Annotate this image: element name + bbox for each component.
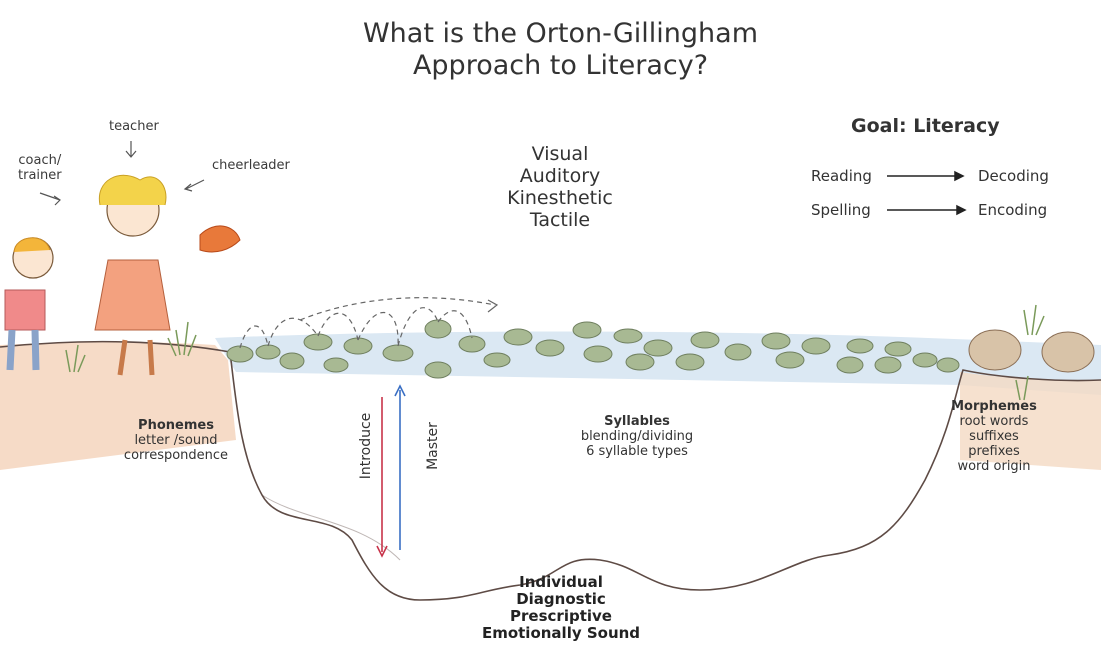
- syllables-block: Syllables blending/dividing 6 syllable t…: [567, 414, 707, 459]
- morphemes-line-4: word origin: [957, 459, 1031, 474]
- sense-visual: Visual: [531, 143, 589, 165]
- syllables-line-1: blending/dividing: [580, 429, 694, 444]
- title-line-2: Approach to Literacy?: [412, 50, 709, 81]
- teacher-label: teacher: [109, 119, 159, 134]
- goal-decoding-label: Decoding: [978, 167, 1049, 185]
- right-bank: [960, 372, 1101, 470]
- hop-arcs: [239, 297, 496, 349]
- frogs-drawing: [968, 329, 1095, 373]
- principles-list: Individual Diagnostic Prescriptive Emoti…: [461, 574, 661, 642]
- goal-spelling-label: Spelling: [811, 201, 871, 219]
- role-arrows: [39, 141, 205, 206]
- phonemes-heading: Phonemes: [138, 418, 214, 433]
- introduce-arrow: [376, 397, 388, 558]
- morphemes-line-2: suffixes: [969, 429, 1019, 444]
- sense-kinesthetic: Kinesthetic: [507, 187, 613, 209]
- principle-individual: Individual: [519, 573, 603, 591]
- water-surface: [215, 331, 1101, 395]
- morphemes-block: Morphemes root words suffixes prefixes w…: [944, 399, 1044, 474]
- goal-reading-label: Reading: [811, 167, 872, 185]
- coach-label: coach/: [18, 153, 62, 168]
- phonemes-block: Phonemes letter /sound correspondence: [116, 418, 236, 463]
- principle-prescriptive: Prescriptive: [510, 607, 612, 625]
- cheerleader-label: cheerleader: [212, 158, 290, 173]
- trainer-label: trainer: [18, 168, 62, 183]
- principle-emotionally-sound: Emotionally Sound: [481, 624, 641, 642]
- pool-outline: [0, 340, 1101, 601]
- phonemes-line-2: correspondence: [123, 448, 229, 463]
- morphemes-line-3: prefixes: [968, 444, 1020, 459]
- master-arrow: [394, 384, 406, 550]
- sense-tactile: Tactile: [529, 209, 591, 231]
- principle-diagnostic: Diagnostic: [516, 590, 606, 608]
- syllables-line-2: 6 syllable types: [586, 444, 688, 459]
- coach-trainer-label: coach/ trainer: [18, 153, 62, 183]
- sense-auditory: Auditory: [519, 165, 601, 187]
- stepping-stones: [226, 319, 960, 379]
- master-label: Master: [425, 422, 441, 470]
- left-bank: [0, 341, 236, 470]
- title-line-1: What is the Orton-Gillingham: [362, 18, 758, 49]
- grass: [65, 304, 1045, 401]
- senses-list: Visual Auditory Kinesthetic Tactile: [470, 143, 650, 231]
- morphemes-heading: Morphemes: [951, 399, 1037, 414]
- morphemes-line-1: root words: [959, 414, 1029, 429]
- introduce-label: Introduce: [358, 412, 374, 480]
- syllables-heading: Syllables: [604, 414, 670, 429]
- phonemes-line-1: letter /sound: [134, 433, 218, 448]
- goal-encoding-label: Encoding: [978, 201, 1048, 219]
- child-figure-drawing: [4, 237, 54, 371]
- goal-title: Goal: Literacy: [851, 115, 1000, 137]
- goal-arrows: [887, 170, 967, 216]
- teacher-figure-drawing: [94, 174, 241, 376]
- page-title: What is the Orton-Gillingham Approach to…: [0, 18, 1101, 82]
